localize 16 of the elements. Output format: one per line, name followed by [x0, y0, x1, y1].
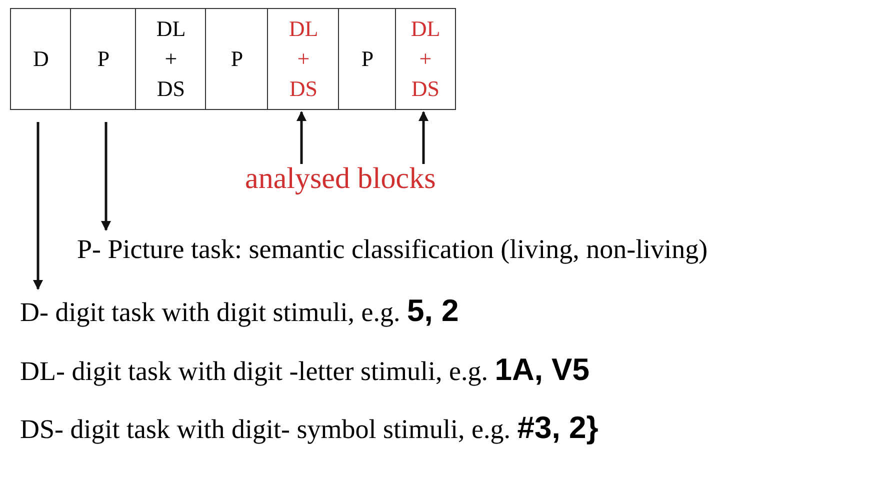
definition-text: DS- digit task with digit- symbol stimuli, e.g. #3, 2}: [20, 410, 598, 446]
block-cell: DL + DS: [267, 8, 340, 110]
annotation-text: analysed blocks: [245, 162, 436, 196]
arrow: [101, 122, 111, 231]
block-cell: P: [338, 8, 397, 110]
block-cell: P: [70, 8, 137, 110]
definition-text: D- digit task with digit stimuli, e.g. 5, 2: [20, 293, 459, 329]
block-cell: DL + DS: [135, 8, 207, 110]
arrow: [296, 111, 306, 164]
definition-text: P- Picture task: semantic classification (living, non-living): [77, 234, 708, 265]
arrow: [33, 122, 43, 290]
block-cell: DL + DS: [395, 8, 456, 110]
definition-text: DL- digit task with digit -letter stimuli, e.g. 1A, V5: [20, 352, 590, 388]
block-cell: P: [205, 8, 269, 110]
arrow: [418, 111, 428, 164]
block-cell: D: [10, 8, 72, 110]
